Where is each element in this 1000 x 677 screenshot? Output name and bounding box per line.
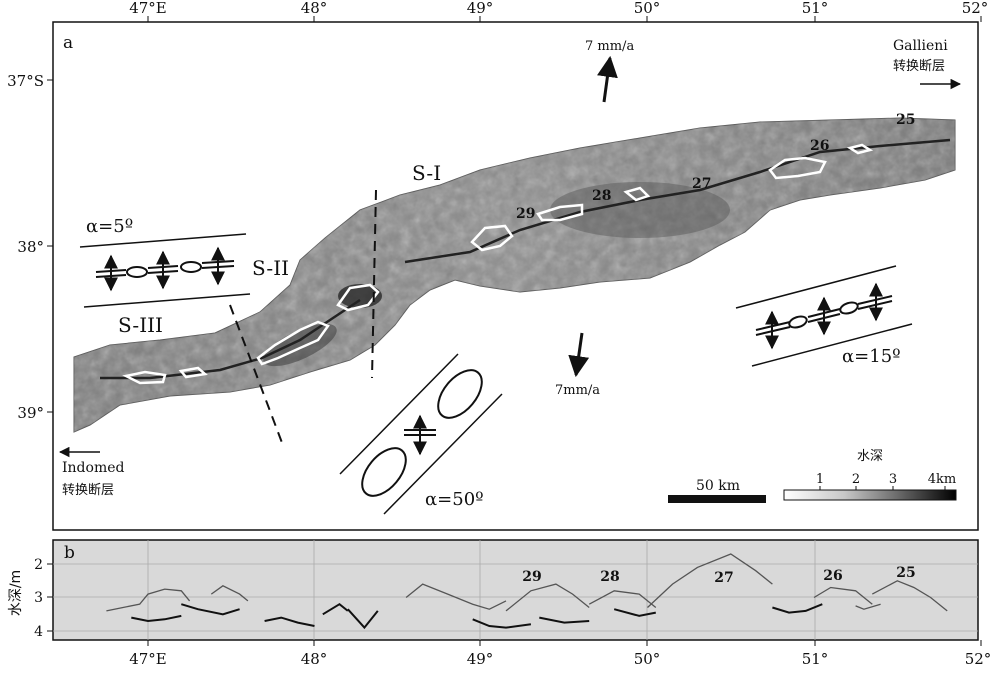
site-number: 28 (592, 188, 611, 204)
hydrothermal-outline (336, 283, 380, 312)
bathymetry-map (73, 117, 956, 433)
inset-angle-bottom: α=50º (425, 489, 484, 510)
depth-profile-segment (539, 616, 590, 624)
depth-legend-title: 水深 (857, 449, 883, 464)
y-tick-label: 3 (34, 590, 43, 606)
depth-profile-segment (647, 553, 773, 608)
ridge-axis-line (100, 298, 361, 380)
depth-profile-segment (855, 603, 881, 610)
segment-label-s2: S-II (252, 256, 289, 280)
depth-profile-segment (588, 590, 657, 609)
site-number: 27 (692, 176, 711, 192)
hydrothermal-outline (256, 320, 330, 366)
panel-b-frame (52, 539, 979, 641)
x-tick-label: 50° (634, 650, 661, 668)
x-tick-label: 48° (301, 650, 328, 668)
depth-colorbar (783, 489, 957, 501)
lon-tick-label: 47°E (129, 0, 167, 17)
panel-b-ylabel: 水深/m (8, 570, 24, 616)
peak-label: 25 (896, 565, 915, 581)
velocity-label-top: 7 mm/a (585, 39, 634, 54)
depth-profile-segment (264, 616, 315, 627)
panel-b-label: b (64, 543, 75, 563)
depth-profile-segment (613, 608, 656, 617)
depth-tick: 2 (852, 472, 860, 487)
lat-tick-label: 39° (17, 404, 44, 422)
peak-label: 28 (600, 569, 619, 585)
segment-label-s3: S-III (118, 313, 163, 337)
hydrothermal-outline (470, 224, 514, 252)
trough-dark (550, 182, 730, 238)
depth-profile-segment (106, 588, 191, 612)
depth-profile-segment (347, 608, 379, 630)
lon-tick-label: 50° (634, 0, 661, 17)
lon-tick-label: 48° (301, 0, 328, 17)
panel-a-lon-axis: 47°E 48° 49° 50° 51° 52° (129, 0, 988, 22)
inset-schematic-right (735, 265, 913, 367)
gallieni-label: Gallieni (893, 38, 948, 54)
depth-profile-segment (472, 618, 532, 629)
peak-label: 26 (823, 568, 842, 584)
panel-b-x-axis: 47°E 48° 49° 50° 51° 52° (129, 640, 991, 668)
depth-tick: 1 (816, 472, 824, 487)
y-tick-label: 2 (34, 557, 43, 573)
segment-label-s1: S-I (412, 161, 441, 185)
inset-angle-right: α=15º (842, 346, 901, 367)
hydrothermal-outline (122, 370, 167, 385)
scalebar-label: 50 km (696, 478, 740, 494)
depth-tick: 3 (889, 472, 897, 487)
lon-tick-label: 52° (962, 0, 989, 17)
depth-profile-segment (405, 583, 507, 610)
depth-profile-lines (106, 553, 948, 630)
panel-b-y-axis: 2 3 4 (34, 557, 53, 640)
depth-profile-segment (210, 585, 249, 602)
lon-tick-label: 49° (467, 0, 494, 17)
x-tick-label: 47°E (129, 650, 167, 668)
hydrothermal-outline (623, 186, 651, 202)
x-tick-label: 51° (802, 650, 829, 668)
segment-boundary-dashed (229, 304, 285, 449)
hydrothermal-outline (536, 203, 584, 222)
x-tick-label: 52° (965, 650, 992, 668)
site-number: 26 (810, 138, 829, 154)
gallieni-label-cn: 转换断层 (893, 59, 945, 74)
hydrothermal-outline (846, 143, 874, 155)
inset-schematic-bottom (339, 353, 503, 515)
indomed-label: Indomed (62, 460, 124, 476)
panel-b-grid (53, 540, 978, 640)
peak-label: 27 (714, 570, 733, 586)
x-tick-label: 49° (467, 650, 494, 668)
spreading-arrow-south (568, 332, 590, 378)
site-number: 29 (516, 206, 535, 222)
depth-profile-segment (322, 602, 349, 616)
y-tick-label: 4 (34, 624, 43, 640)
velocity-label-bottom: 7mm/a (555, 383, 600, 398)
lat-tick-label: 38° (17, 238, 44, 256)
hydrothermal-outline (768, 156, 827, 180)
site-number: 25 (896, 112, 915, 128)
lon-tick-label: 51° (802, 0, 829, 17)
segment-boundary-dashed (371, 189, 377, 379)
panel-a-lat-axis: 37°S 38° 39° (7, 72, 53, 422)
depth-tick: 4km (928, 472, 956, 487)
lat-tick-label: 37°S (7, 72, 44, 90)
indomed-label-cn: 转换断层 (62, 483, 114, 498)
depth-profile-segment (772, 603, 823, 614)
depth-profile-segment (505, 583, 590, 612)
depth-profile-segment (181, 603, 240, 616)
depth-profile-segment (813, 586, 873, 605)
peak-label: 29 (522, 569, 541, 585)
scalebar (668, 495, 766, 503)
depth-profile-segment (131, 614, 182, 623)
hydrothermal-outline (178, 366, 208, 379)
spreading-arrow-north (597, 55, 618, 103)
panel-a-label: a (63, 33, 73, 53)
depth-profile-segment (871, 580, 948, 612)
inset-schematic-left (79, 233, 251, 308)
inset-angle-left: α=5º (86, 216, 133, 237)
